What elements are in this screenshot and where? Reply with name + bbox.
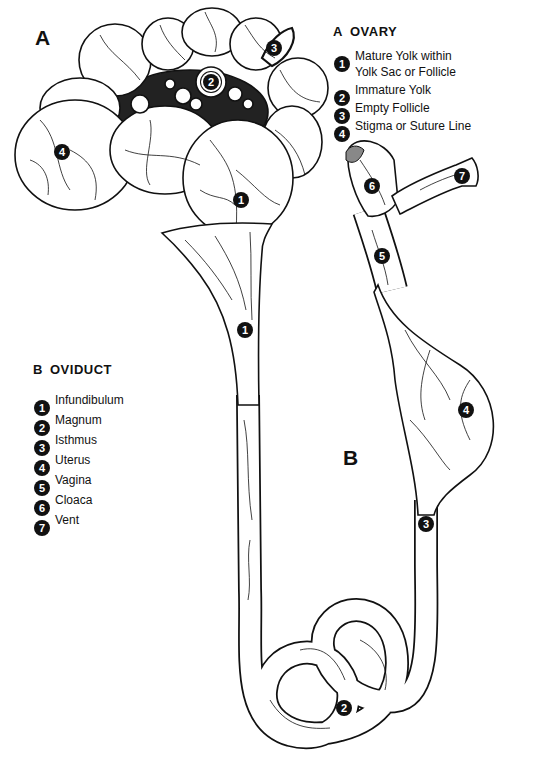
callout-number: 2	[34, 420, 50, 436]
figure-letter: B	[343, 446, 358, 470]
callout-number: 4	[34, 460, 50, 476]
callout-number: 3	[266, 40, 282, 56]
section-heading: OVARY	[350, 23, 397, 41]
callout-number: 4	[458, 402, 474, 418]
callout-number: 3	[334, 108, 350, 124]
legend-item-text: Isthmus	[55, 432, 97, 448]
figure-letter: A	[35, 26, 50, 50]
callout-number: 5	[34, 480, 50, 496]
callout-number: 5	[374, 248, 390, 264]
callout-number: 1	[334, 56, 350, 72]
oviduct-drawing	[162, 141, 493, 737]
callout-number: 7	[34, 520, 50, 536]
callout-number: 4	[334, 126, 350, 142]
legend-item-text: Empty Follicle	[355, 100, 430, 116]
legend-item-text: Uterus	[55, 452, 90, 468]
callout-number: 2	[336, 700, 352, 716]
callout-number: 2	[334, 90, 350, 106]
callout-number: 1	[34, 400, 50, 416]
legend-item-text: Magnum	[55, 412, 102, 428]
legend-item-text: Immature Yolk	[355, 82, 431, 98]
legend-item-text: Cloaca	[55, 492, 92, 508]
callout-number: 4	[54, 144, 70, 160]
legend-item-text: Vagina	[55, 472, 91, 488]
legend-item-text: Vent	[55, 512, 79, 528]
callout-number: 7	[454, 168, 470, 184]
callout-number: 6	[364, 178, 380, 194]
callout-number: 1	[237, 322, 253, 338]
ovary-drawing	[15, 8, 328, 236]
callout-number: 6	[34, 500, 50, 516]
callout-number: 3	[34, 440, 50, 456]
section-heading: B	[33, 361, 43, 379]
legend-item-text: Mature Yolk within Yolk Sac or Follicle	[355, 48, 477, 80]
callout-number: 3	[418, 516, 434, 532]
legend-item-text: Stigma or Suture Line	[355, 118, 471, 134]
callout-number: 1	[233, 192, 249, 208]
section-heading: OVIDUCT	[50, 361, 112, 379]
legend-item-text: Infundibulum	[55, 392, 124, 408]
callout-number: 2	[203, 74, 219, 90]
section-heading: A	[333, 23, 343, 41]
